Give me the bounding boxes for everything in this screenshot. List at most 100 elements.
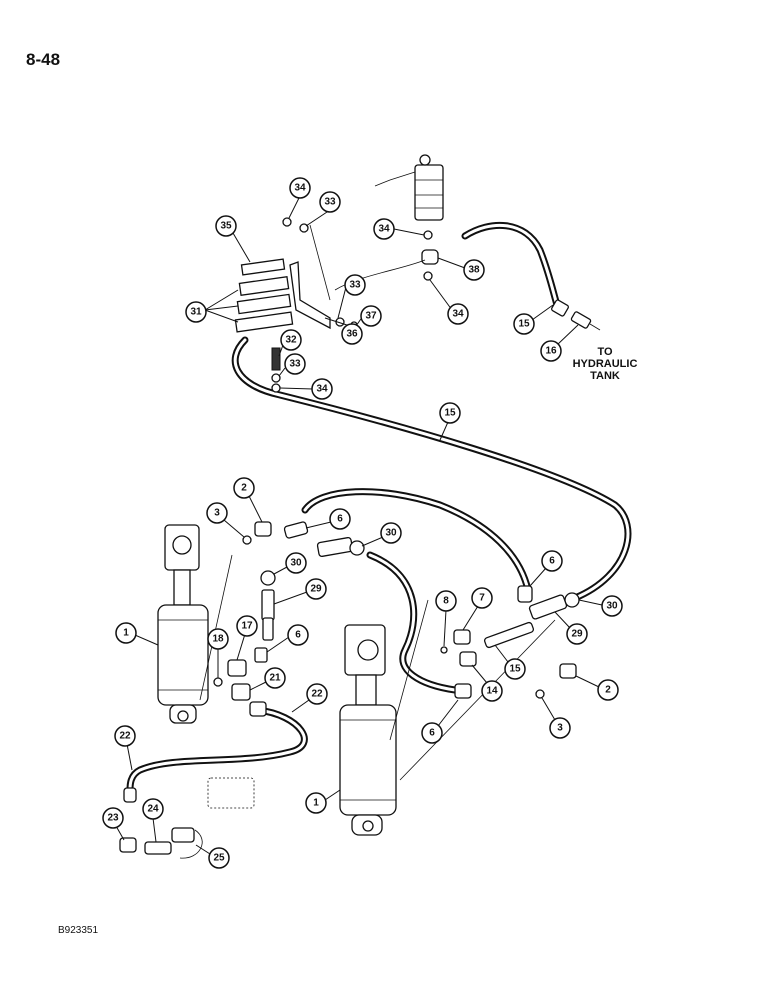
callouts: 34 33 35 34 38 31 33 37 34 36 15 16 32 3…	[102, 177, 623, 869]
callout-8: 8	[435, 590, 457, 647]
callout-34a: 34	[288, 177, 311, 219]
fitting-16	[570, 311, 592, 329]
callout-30a: 30	[361, 522, 402, 547]
callout-1a: 1	[115, 622, 159, 646]
svg-text:34: 34	[452, 309, 464, 320]
clamp-31-low	[234, 311, 294, 333]
svg-text:14: 14	[486, 686, 498, 697]
callout-2a: 2	[233, 477, 263, 523]
svg-text:17: 17	[241, 621, 253, 632]
tee-7	[453, 629, 471, 645]
elbow-2-left	[254, 521, 272, 537]
svg-text:6: 6	[295, 630, 301, 641]
fitting-6-upper	[283, 521, 309, 539]
svg-text:6: 6	[429, 728, 435, 739]
callout-1b: 1	[305, 789, 341, 814]
callout-3a: 3	[206, 502, 245, 538]
callout-34b: 34	[373, 218, 425, 240]
svg-text:18: 18	[212, 634, 224, 645]
tee-17	[227, 659, 247, 677]
svg-text:33: 33	[324, 197, 336, 208]
cylinder-left	[157, 524, 209, 724]
svg-text:25: 25	[213, 853, 225, 864]
callout-35: 35	[215, 215, 251, 263]
callout-34c: 34	[429, 279, 469, 325]
callout-33c: 33	[278, 353, 306, 377]
elbow-38	[421, 249, 439, 265]
callout-14: 14	[471, 664, 503, 702]
callout-25: 25	[195, 844, 230, 869]
destination-label: TO HYDRAULIC TANK	[560, 346, 650, 382]
callout-7: 7	[462, 587, 493, 631]
coupler-24	[144, 841, 172, 855]
fittings	[119, 299, 601, 859]
hose-15-segment	[483, 621, 535, 649]
page-number: 8-48	[26, 50, 61, 69]
reference-lines	[199, 554, 556, 781]
callout-34d: 34	[279, 378, 333, 400]
svg-text:34: 34	[294, 183, 306, 194]
svg-text:29: 29	[310, 584, 322, 595]
fitting-6-left	[254, 647, 268, 663]
elbow-14	[459, 651, 477, 667]
callout-37: 37	[355, 305, 382, 327]
callout-36: 36	[324, 317, 363, 345]
callout-33a: 33	[305, 191, 341, 227]
clamp-31-top	[238, 275, 290, 297]
svg-text:6: 6	[337, 514, 343, 525]
callout-15a: 15	[513, 304, 554, 335]
reference-code: B923351	[58, 925, 99, 936]
callout-22a: 22	[291, 683, 328, 713]
svg-text:31: 31	[190, 307, 202, 318]
svg-text:37: 37	[365, 311, 377, 322]
callout-23: 23	[102, 807, 125, 841]
callout-30b: 30	[273, 552, 307, 575]
svg-text:30: 30	[385, 528, 397, 539]
callout-24: 24	[142, 798, 164, 843]
callout-30c: 30	[578, 595, 623, 617]
callout-2b: 2	[575, 675, 619, 701]
callout-29b: 29	[554, 611, 588, 645]
svg-text:6: 6	[549, 556, 555, 567]
svg-text:16: 16	[545, 346, 557, 357]
callout-29a: 29	[273, 578, 327, 605]
callout-22b: 22	[114, 725, 136, 771]
svg-text:29: 29	[571, 629, 583, 640]
sleeve-29-right	[528, 594, 568, 620]
elbow-2-right	[559, 663, 577, 679]
destination-line-3: TANK	[590, 370, 620, 382]
bracket-36	[289, 261, 331, 330]
callout-18: 18	[207, 628, 229, 678]
hoses	[126, 221, 632, 794]
svg-text:35: 35	[220, 221, 232, 232]
svg-text:24: 24	[147, 804, 159, 815]
svg-text:1: 1	[123, 628, 129, 639]
svg-text:33: 33	[289, 359, 301, 370]
clamp-plate-35	[240, 258, 286, 276]
callout-33b: 33	[337, 274, 366, 319]
callout-6b: 6	[529, 550, 563, 587]
callout-15c: 15	[494, 644, 526, 680]
callout-15b: 15	[439, 402, 461, 441]
callout-6c: 6	[266, 624, 309, 653]
svg-text:8: 8	[443, 596, 449, 607]
svg-text:30: 30	[606, 601, 618, 612]
destination-line-1: TO	[597, 346, 613, 358]
svg-text:3: 3	[214, 508, 220, 519]
callout-6d: 6	[421, 699, 459, 744]
valve-block	[334, 154, 444, 291]
svg-text:23: 23	[107, 813, 119, 824]
svg-text:15: 15	[509, 664, 521, 675]
callout-17: 17	[236, 615, 258, 661]
svg-text:34: 34	[378, 224, 390, 235]
svg-text:34: 34	[316, 384, 328, 395]
callout-32: 32	[278, 329, 302, 357]
svg-text:1: 1	[313, 798, 319, 809]
svg-text:2: 2	[605, 685, 611, 696]
callout-21: 21	[249, 667, 286, 691]
elbow-21	[231, 683, 251, 701]
callout-6a: 6	[305, 508, 351, 530]
svg-text:30: 30	[290, 558, 302, 569]
svg-text:15: 15	[518, 319, 530, 330]
svg-text:36: 36	[346, 329, 358, 340]
